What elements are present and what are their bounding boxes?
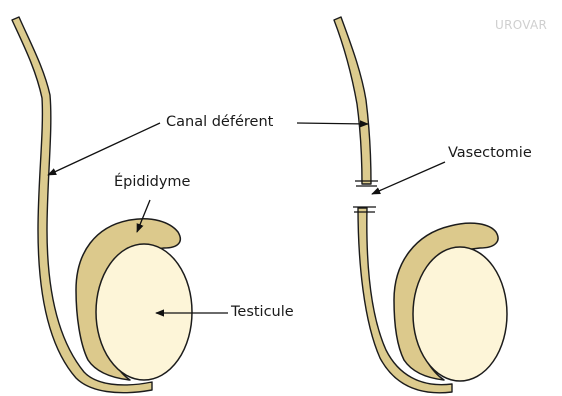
- pointer-vas-deferens-right: [297, 123, 368, 124]
- watermark: UROVAR: [495, 19, 547, 31]
- label-testicle: Testicule: [231, 305, 294, 320]
- label-epididymis: Épididyme: [114, 175, 190, 190]
- vas-deferens-upper-segment: [334, 17, 371, 184]
- vasectomy-anatomy: [334, 17, 507, 393]
- pointer-vas-deferens-left: [48, 123, 160, 175]
- label-vasectomy: Vasectomie: [448, 146, 532, 161]
- pointer-vasectomy: [372, 162, 445, 194]
- label-vas-deferens: Canal déférent: [166, 115, 273, 130]
- normal-anatomy: [12, 17, 192, 393]
- testicle-right: [413, 247, 507, 381]
- testicle-left: [96, 244, 192, 380]
